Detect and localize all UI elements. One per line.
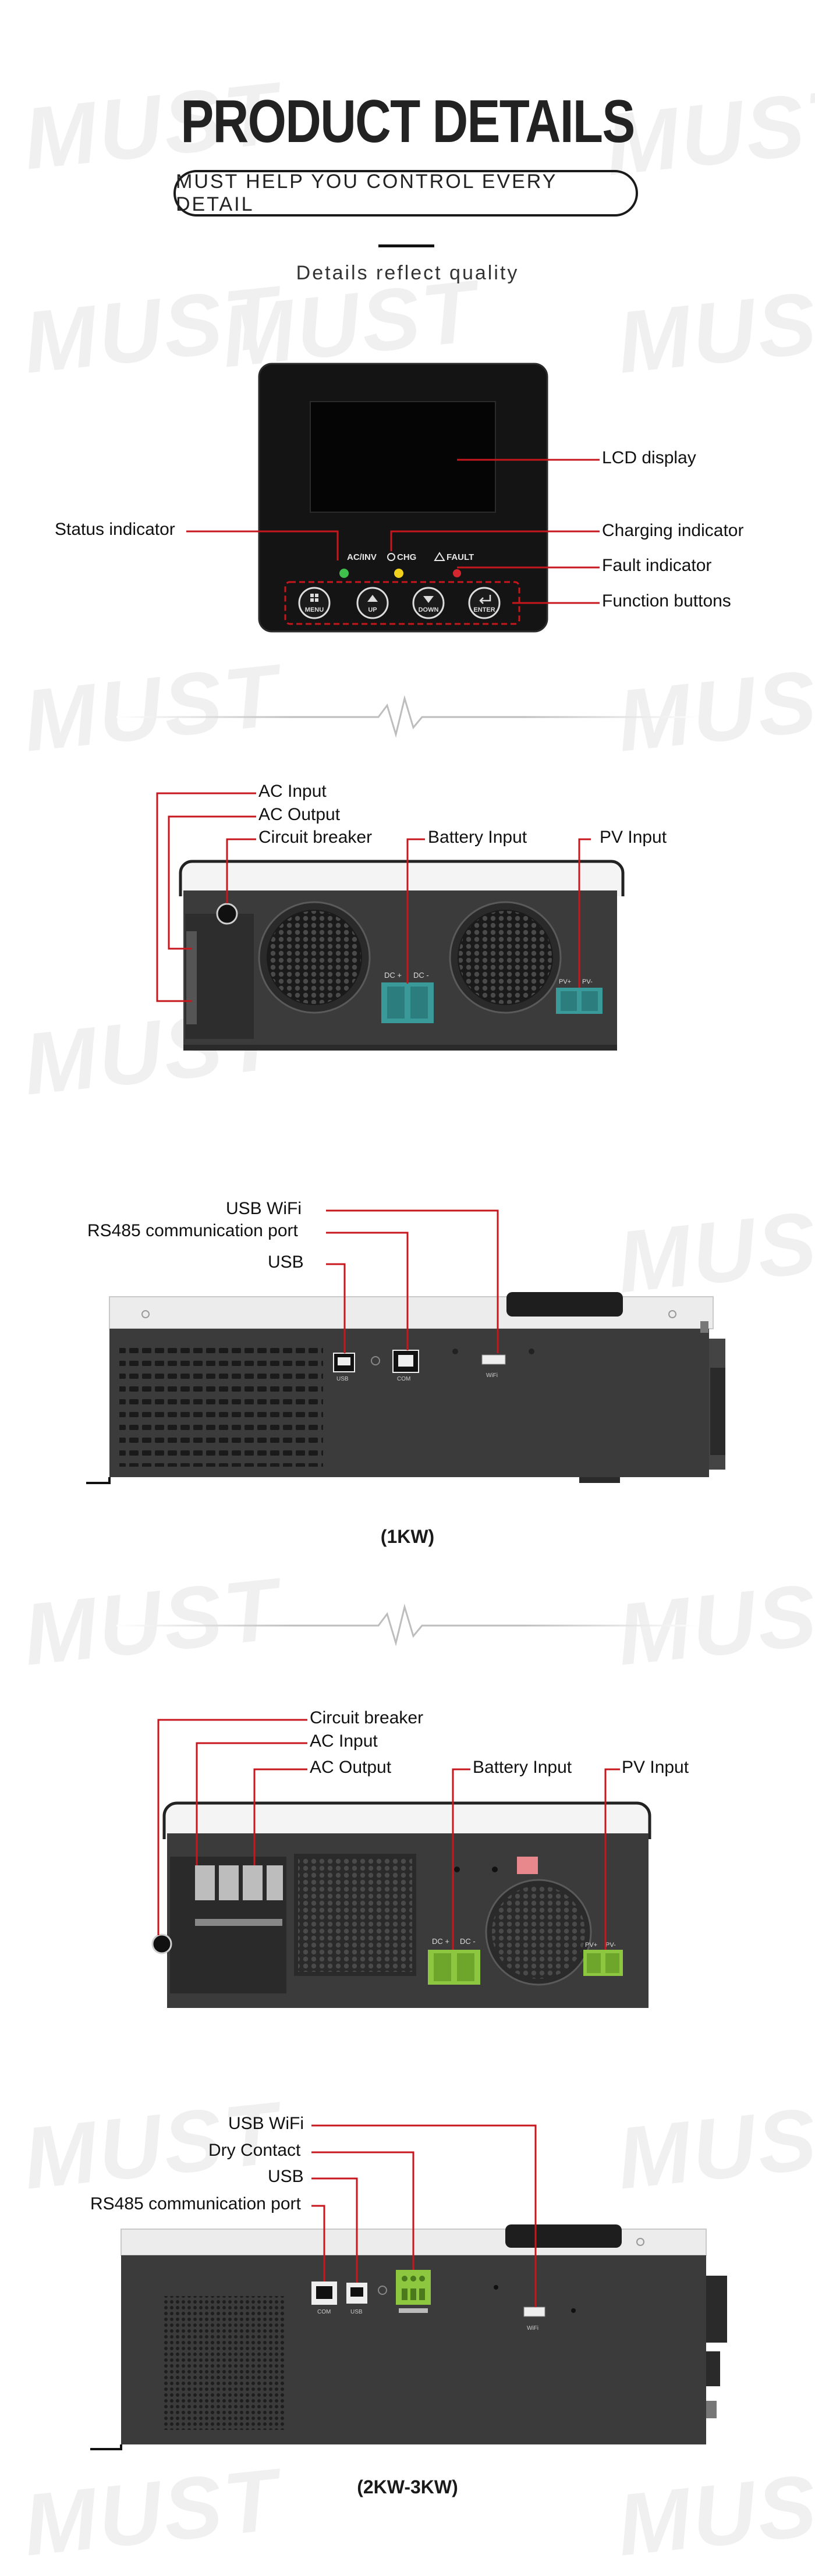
ac-output-label-1kw: AC Output — [258, 805, 341, 824]
battery-input-label-1kw: Battery Input — [428, 828, 527, 847]
dry-contact-label-2kw: Dry Contact — [208, 2141, 301, 2160]
side-view-2kw: COM USB WiFi — [90, 2124, 727, 2450]
usb-wifi-label-1kw: USB WiFi — [226, 1199, 302, 1218]
caption-1kw: (1KW) — [380, 1526, 435, 1547]
rs485-label-1kw: RS485 communication port — [87, 1221, 298, 1240]
usb-wifi-label-2kw: USB WiFi — [228, 2114, 304, 2133]
status-indicator-label: Status indicator — [55, 520, 175, 539]
circuit-breaker-1kw — [216, 903, 238, 925]
svg-text:WiFi: WiFi — [527, 2325, 538, 2332]
up-button[interactable]: UP — [356, 587, 389, 619]
top-handle-1kw — [506, 1292, 623, 1317]
svg-text:PV+: PV+ — [559, 978, 571, 985]
fault-indicator-label: Fault indicator — [602, 556, 712, 575]
usb-label-1kw: USB — [268, 1252, 304, 1272]
lcd-screen — [310, 401, 496, 513]
pv-input-label-2kw: PV Input — [622, 1758, 689, 1777]
page-title: PRODUCT DETAILS — [180, 88, 635, 155]
pv-input-label-1kw: PV Input — [600, 828, 667, 847]
top-handle-2kw — [505, 2224, 622, 2248]
circuit-breaker-2kw — [151, 1933, 172, 1954]
charging-indicator-label: Charging indicator — [602, 521, 744, 540]
bottom-view-2kw: DC + DC - PV+ PV- — [151, 1719, 651, 2008]
ac-input-label-2kw: AC Input — [310, 1731, 378, 1751]
charging-led — [394, 569, 403, 578]
ac-output-label-2kw: AC Output — [310, 1758, 392, 1777]
svg-text:ENTER: ENTER — [473, 606, 495, 613]
svg-text:MENU: MENU — [305, 606, 324, 613]
battery-terminal-2kw — [428, 1950, 480, 1985]
menu-button[interactable]: MENU — [298, 587, 331, 619]
chg-text: CHG — [397, 552, 416, 562]
down-button[interactable]: DOWN — [412, 587, 445, 619]
ac-input-label-1kw: AC Input — [258, 782, 327, 801]
side-view-1kw: USB COM WiFi — [86, 1209, 725, 1484]
svg-text:COM: COM — [397, 1376, 410, 1382]
usb-port-2kw — [346, 2283, 367, 2304]
svg-text:UP: UP — [368, 606, 377, 613]
svg-text:PV+: PV+ — [585, 1942, 597, 1949]
front-panel-illustration: AC/INV CHG FAULT MENU UP DOWN — [186, 363, 600, 633]
fault-led — [453, 569, 461, 577]
svg-text:PV-: PV- — [605, 1942, 616, 1949]
svg-text:DC -: DC - — [413, 971, 429, 980]
circuit-breaker-label-2kw: Circuit breaker — [310, 1708, 424, 1727]
dry-contact-terminal-2kw — [396, 2270, 431, 2305]
svg-text:DC +: DC + — [384, 971, 402, 980]
wifi-usb-port-2kw — [523, 2307, 545, 2317]
enter-button[interactable]: ENTER — [468, 587, 501, 619]
svg-text:USB: USB — [336, 1376, 349, 1382]
com-port-2kw — [311, 2282, 337, 2305]
svg-text:DC -: DC - — [460, 1937, 476, 1946]
battery-input-label-2kw: Battery Input — [473, 1758, 572, 1777]
svg-text:DC +: DC + — [432, 1937, 449, 1946]
usb-label-2kw: USB — [268, 2167, 304, 2186]
circuit-breaker-label-1kw: Circuit breaker — [258, 828, 373, 847]
caption-2kw: (2KW-3KW) — [357, 2476, 458, 2497]
svg-text:WiFi: WiFi — [486, 1372, 498, 1379]
com-port-1kw — [392, 1350, 419, 1373]
battery-terminal-1kw — [381, 982, 434, 1023]
fault-text: FAULT — [447, 552, 474, 562]
function-buttons-label: Function buttons — [602, 591, 731, 611]
ac-terminal-block-2kw — [195, 1865, 283, 1900]
usb-port-1kw — [333, 1353, 355, 1372]
watermark: MUST — [19, 2450, 285, 2574]
svg-text:PV-: PV- — [582, 978, 593, 985]
section-divider — [116, 695, 699, 738]
pv-terminal-2kw — [583, 1950, 623, 1976]
title-divider — [378, 244, 434, 247]
svg-text:DOWN: DOWN — [419, 606, 439, 613]
lcd-display-label: LCD display — [602, 448, 696, 467]
rs485-label-2kw: RS485 communication port — [90, 2194, 301, 2213]
wifi-usb-port-1kw — [481, 1354, 506, 1365]
section-divider — [116, 1603, 699, 1647]
status-led — [339, 569, 349, 578]
acinv-text: AC/INV — [347, 552, 377, 562]
bottom-view-1kw: DC + DC - PV+ PV- — [156, 792, 625, 1051]
svg-text:COM: COM — [317, 2309, 331, 2315]
watermark: MUST — [612, 2450, 815, 2574]
svg-text:USB: USB — [350, 2309, 363, 2315]
subtitle-pill: MUST HELP YOU CONTROL EVERY DETAIL — [173, 170, 638, 217]
pv-terminal-1kw — [556, 988, 603, 1014]
tagline: Details reflect quality — [296, 262, 519, 284]
